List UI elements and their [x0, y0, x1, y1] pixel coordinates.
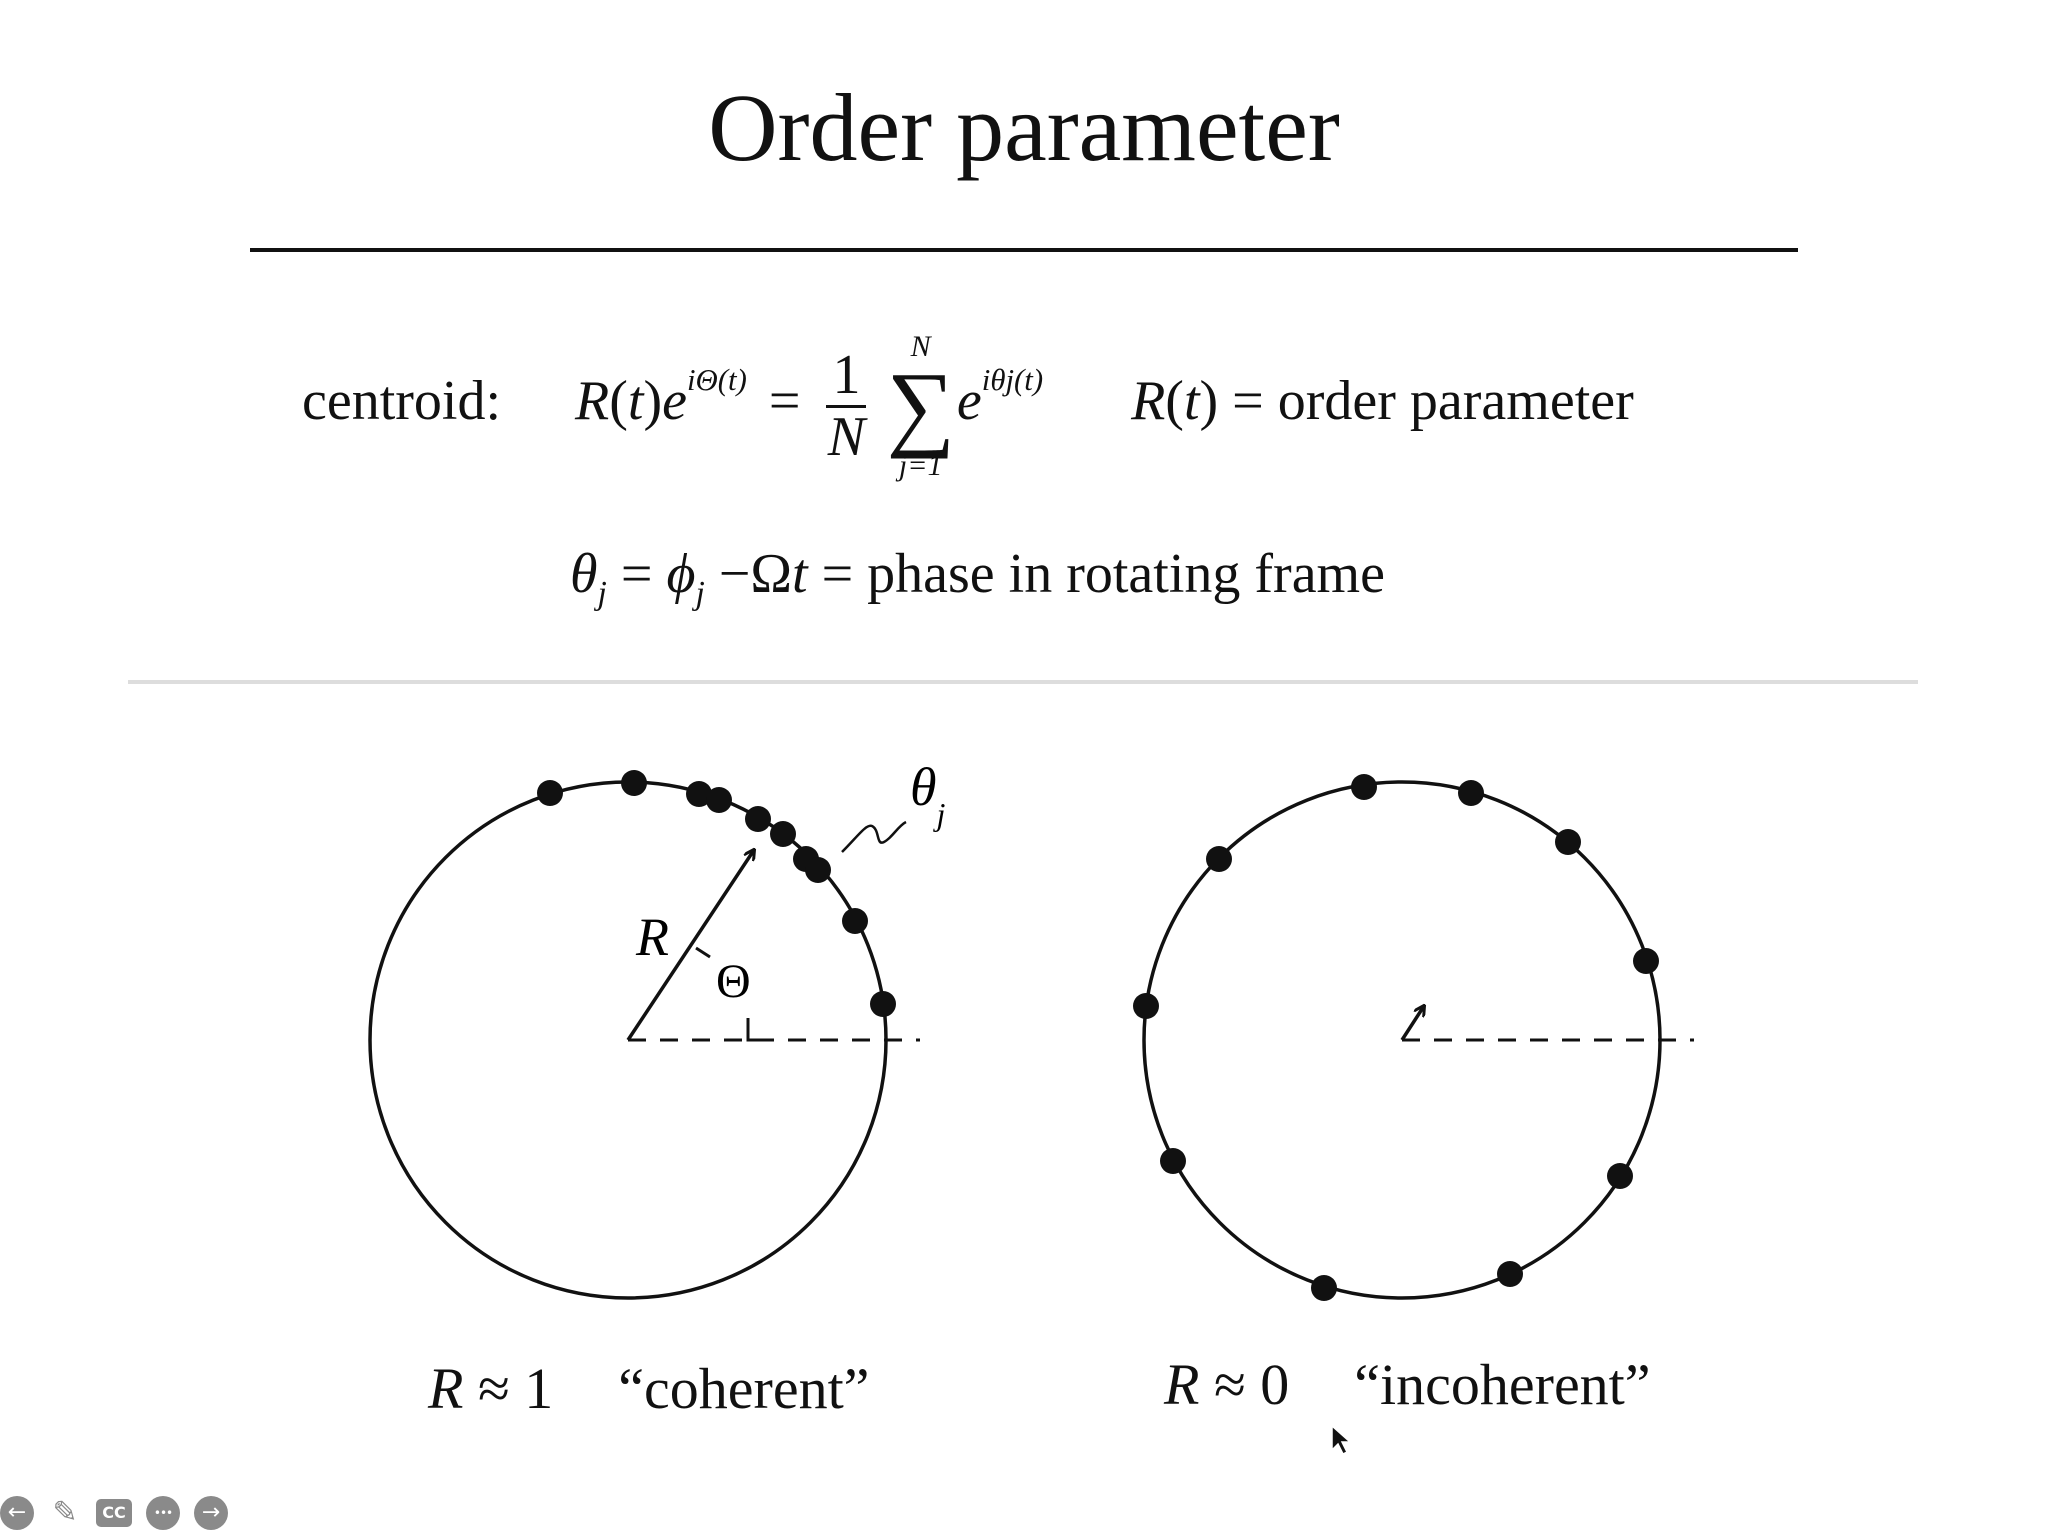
incoherent-diagram: [1133, 774, 1694, 1301]
eq1-rhs-t: t: [1183, 370, 1200, 433]
eq2-phi-sub: j: [695, 574, 705, 612]
label-theta: θ: [910, 757, 937, 817]
phase-dot: [686, 781, 712, 807]
phase-dot: [745, 806, 771, 832]
eq2-t: t: [792, 543, 808, 605]
phase-dot: [1351, 774, 1377, 800]
coherent-caption: R ≈ 1 “coherent”: [428, 1360, 869, 1418]
eq2-equals-1: =: [620, 543, 653, 605]
incoherent-caption-R: R: [1164, 1352, 1200, 1417]
phase-dot: [1206, 846, 1232, 872]
eq1-rhs-R: R: [1131, 370, 1166, 433]
coherent-diagram: R Θ θj: [368, 757, 946, 1300]
eq2-omega: Ω: [750, 543, 792, 605]
captions-button[interactable]: CC: [96, 1499, 132, 1527]
incoherent-caption-approx: ≈ 0: [1213, 1352, 1290, 1417]
phase-dot: [706, 787, 732, 813]
arrow-left-icon[interactable]: ←: [0, 1496, 34, 1530]
centroid-equation: centroid: R(t)eiΘ(t) = 1 N N ∑ j=1 eiθj(…: [302, 330, 1634, 483]
phase-dot: [842, 908, 868, 934]
phase-dot: [1555, 829, 1581, 855]
eq1-R: R: [575, 370, 610, 433]
eq1-sum: N ∑ j=1: [886, 330, 954, 482]
phase-dot: [621, 770, 647, 796]
slide-title: Order parameter: [708, 74, 1340, 181]
theta-j-pointer: [841, 820, 907, 853]
label-R: R: [635, 907, 669, 967]
incoherent-caption: R ≈ 0 “incoherent”: [1164, 1356, 1651, 1414]
eq1-equals: =: [768, 370, 801, 433]
phase-dot: [1458, 780, 1484, 806]
eq1-rhs-text: order parameter: [1277, 370, 1634, 433]
eq2-theta: θ: [570, 543, 598, 605]
eq1-t: t: [627, 370, 644, 433]
eq2-phi: ϕ: [666, 543, 696, 605]
eq1-sum-lower: j=1: [898, 449, 943, 483]
incoherent-R-vector: [1400, 1006, 1424, 1041]
coherent-caption-R: R: [428, 1356, 464, 1421]
eq1-e: e: [662, 370, 687, 433]
phase-equation: θj = ϕj −Ωt = phase in rotating frame: [570, 546, 1385, 610]
coherent-R-vector: [626, 850, 754, 1041]
phase-dot: [537, 780, 563, 806]
coherent-phase-points: [537, 770, 896, 1017]
label-theta-sub: j: [933, 796, 946, 832]
eq1-sum-upper: N: [910, 330, 931, 363]
coherent-caption-text: “coherent”: [618, 1356, 870, 1421]
phase-dot: [770, 821, 796, 847]
phase-dot: [1311, 1275, 1337, 1301]
eq1-exp-rhs: iθj(t): [981, 362, 1044, 397]
theta-angle-mark: [746, 1018, 760, 1042]
phase-dot: [1160, 1148, 1186, 1174]
incoherent-caption-text: “incoherent”: [1354, 1352, 1651, 1417]
phase-dot: [1607, 1163, 1633, 1189]
eq1-frac-num: 1: [826, 346, 867, 408]
coherent-caption-approx: ≈ 1: [477, 1356, 554, 1421]
eq1-frac-den: N: [827, 405, 866, 468]
eq1-e-rhs: e: [956, 370, 982, 433]
label-Theta: Θ: [716, 955, 751, 1008]
eq2-text: phase in rotating frame: [867, 543, 1385, 605]
phase-dot: [1633, 948, 1659, 974]
mouse-cursor-icon: [1331, 1424, 1352, 1456]
eq1-rhs-equals: =: [1232, 370, 1264, 433]
eq2-minus: −: [718, 543, 751, 605]
eq1-fraction: 1 N: [826, 346, 867, 468]
eq2-theta-sub: j: [597, 574, 607, 612]
pencil-icon[interactable]: ✎: [52, 1495, 78, 1530]
arrow-right-icon[interactable]: →: [194, 1496, 228, 1530]
label-theta-j: θj: [910, 757, 946, 832]
phase-dot: [805, 857, 831, 883]
presentation-toolbar: ← ✎ CC ••• →: [0, 1496, 228, 1530]
incoherent-phase-points: [1133, 774, 1659, 1301]
eq2-equals-2: =: [821, 543, 854, 605]
phase-dot: [1497, 1261, 1523, 1287]
eq1-exp-lhs: iΘ(t): [687, 362, 747, 397]
phase-dot: [870, 991, 896, 1017]
phase-dot: [1133, 993, 1159, 1019]
R-tick: [695, 946, 711, 959]
ellipsis-icon[interactable]: •••: [146, 1496, 180, 1530]
centroid-label: centroid:: [302, 370, 502, 433]
eq1-sum-symbol: ∑: [886, 352, 955, 459]
